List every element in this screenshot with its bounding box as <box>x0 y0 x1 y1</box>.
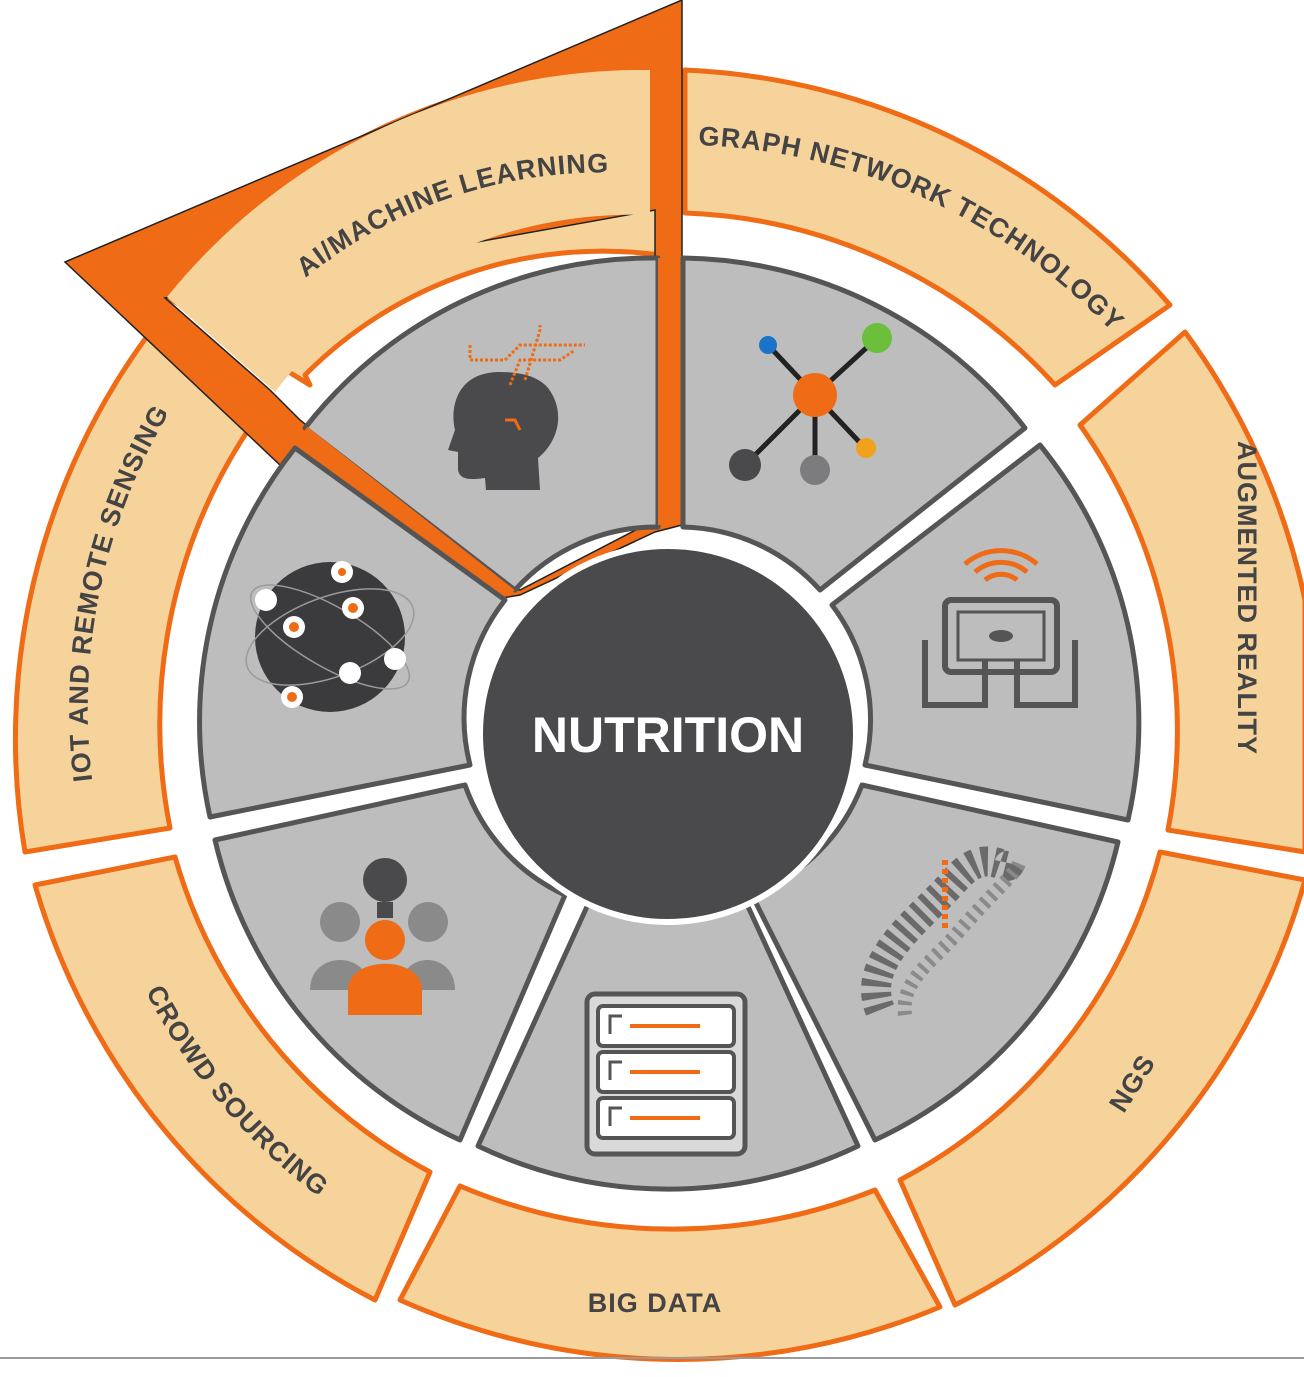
ai-head-icon <box>448 325 585 490</box>
inner-segment-ar[interactable] <box>829 442 1142 823</box>
ar-tablet-icon <box>922 548 1078 708</box>
center-hub <box>477 543 859 925</box>
outer-segment-graph[interactable] <box>682 67 1173 388</box>
bottom-divider <box>0 1357 1304 1359</box>
crowd-people-icon <box>310 858 455 1015</box>
label-bigdata: BIG DATA <box>588 1288 722 1318</box>
ai-highlight-inner-fill <box>167 69 650 393</box>
label-ar: AUGMENTED REALITY <box>1232 441 1262 755</box>
outer-segment-ar[interactable] <box>1077 329 1304 855</box>
dna-icon <box>861 846 1027 1016</box>
outer-segment-iot[interactable] <box>13 332 265 855</box>
outer-segment-bigdata[interactable] <box>397 1183 943 1362</box>
server-stack-icon <box>584 991 748 1157</box>
inner-segment-crowd[interactable] <box>212 782 568 1143</box>
iot-globe-icon <box>245 561 415 712</box>
outer-segment-ngs[interactable] <box>897 849 1304 1308</box>
ai-wedge-accent-left <box>302 426 515 597</box>
outer-segment-crowd[interactable] <box>32 854 433 1303</box>
center-label: NUTRITION <box>532 707 804 763</box>
network-graph-icon <box>729 323 892 485</box>
inner-segment-ngs[interactable] <box>749 782 1121 1143</box>
